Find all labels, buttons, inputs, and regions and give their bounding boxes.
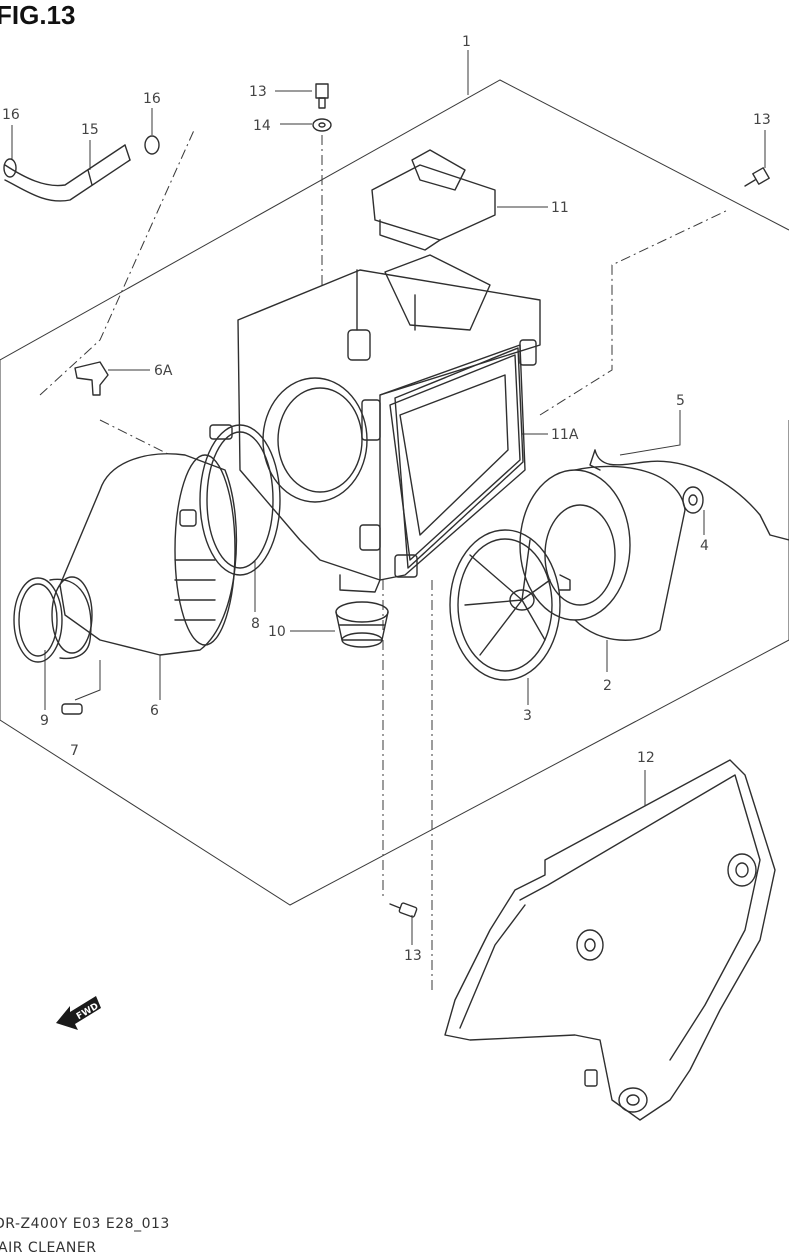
leader-lines	[11, 50, 766, 990]
element-cage	[449, 529, 571, 681]
callout-15: 15	[81, 122, 99, 138]
drain-plug	[61, 703, 83, 715]
callout-6: 6	[150, 703, 159, 719]
figure-title: FIG.13	[0, 0, 75, 30]
callout-9: 9	[40, 713, 49, 729]
model-code: DR-Z400Y E03 E28_013	[0, 1216, 170, 1232]
callout-16-left: 16	[2, 107, 20, 123]
intake-duct	[371, 149, 496, 251]
callout-7: 7	[70, 743, 79, 759]
assembly-boundary	[0, 79, 789, 906]
clamp-wire	[589, 449, 789, 541]
callout-10: 10	[268, 624, 286, 640]
callout-12: 12	[637, 750, 655, 766]
callout-11a: 11A	[551, 427, 579, 443]
callout-5: 5	[676, 393, 685, 409]
callout-4: 4	[700, 538, 709, 554]
section-name: AIR CLEANER	[0, 1240, 96, 1255]
bolt	[315, 83, 329, 109]
bolt	[744, 167, 770, 187]
outlet-tube	[59, 453, 238, 656]
bolt	[389, 902, 418, 918]
callout-1: 1	[462, 34, 471, 50]
air-filter-element	[519, 465, 686, 641]
callout-2: 2	[603, 678, 612, 694]
side-cover	[444, 759, 776, 1121]
cushion-grommet	[335, 601, 389, 648]
callout-13-bottom: 13	[404, 948, 422, 964]
callout-16-right: 16	[143, 91, 161, 107]
callout-13-top: 13	[249, 84, 267, 100]
washer-small	[312, 118, 332, 132]
case-cover-seal	[394, 347, 524, 569]
tube-clamp	[199, 424, 281, 576]
callout-labels: 1 2 3 4 5 6 6A 7 8 9 10 11 11A 12 13 13 …	[2, 34, 771, 964]
callout-14: 14	[253, 118, 271, 134]
hose-clamp	[13, 576, 93, 663]
callout-8: 8	[251, 616, 260, 632]
callout-3: 3	[523, 708, 532, 724]
air-cleaner-case	[237, 254, 541, 593]
washer	[682, 486, 704, 514]
breather-joint	[74, 361, 109, 396]
callout-13-right: 13	[753, 112, 771, 128]
callout-11: 11	[551, 200, 569, 216]
fwd-arrow-icon: FWD	[56, 996, 101, 1030]
callout-6a: 6A	[154, 363, 173, 379]
breather-hose	[4, 144, 131, 202]
hose-clip	[3, 135, 160, 178]
